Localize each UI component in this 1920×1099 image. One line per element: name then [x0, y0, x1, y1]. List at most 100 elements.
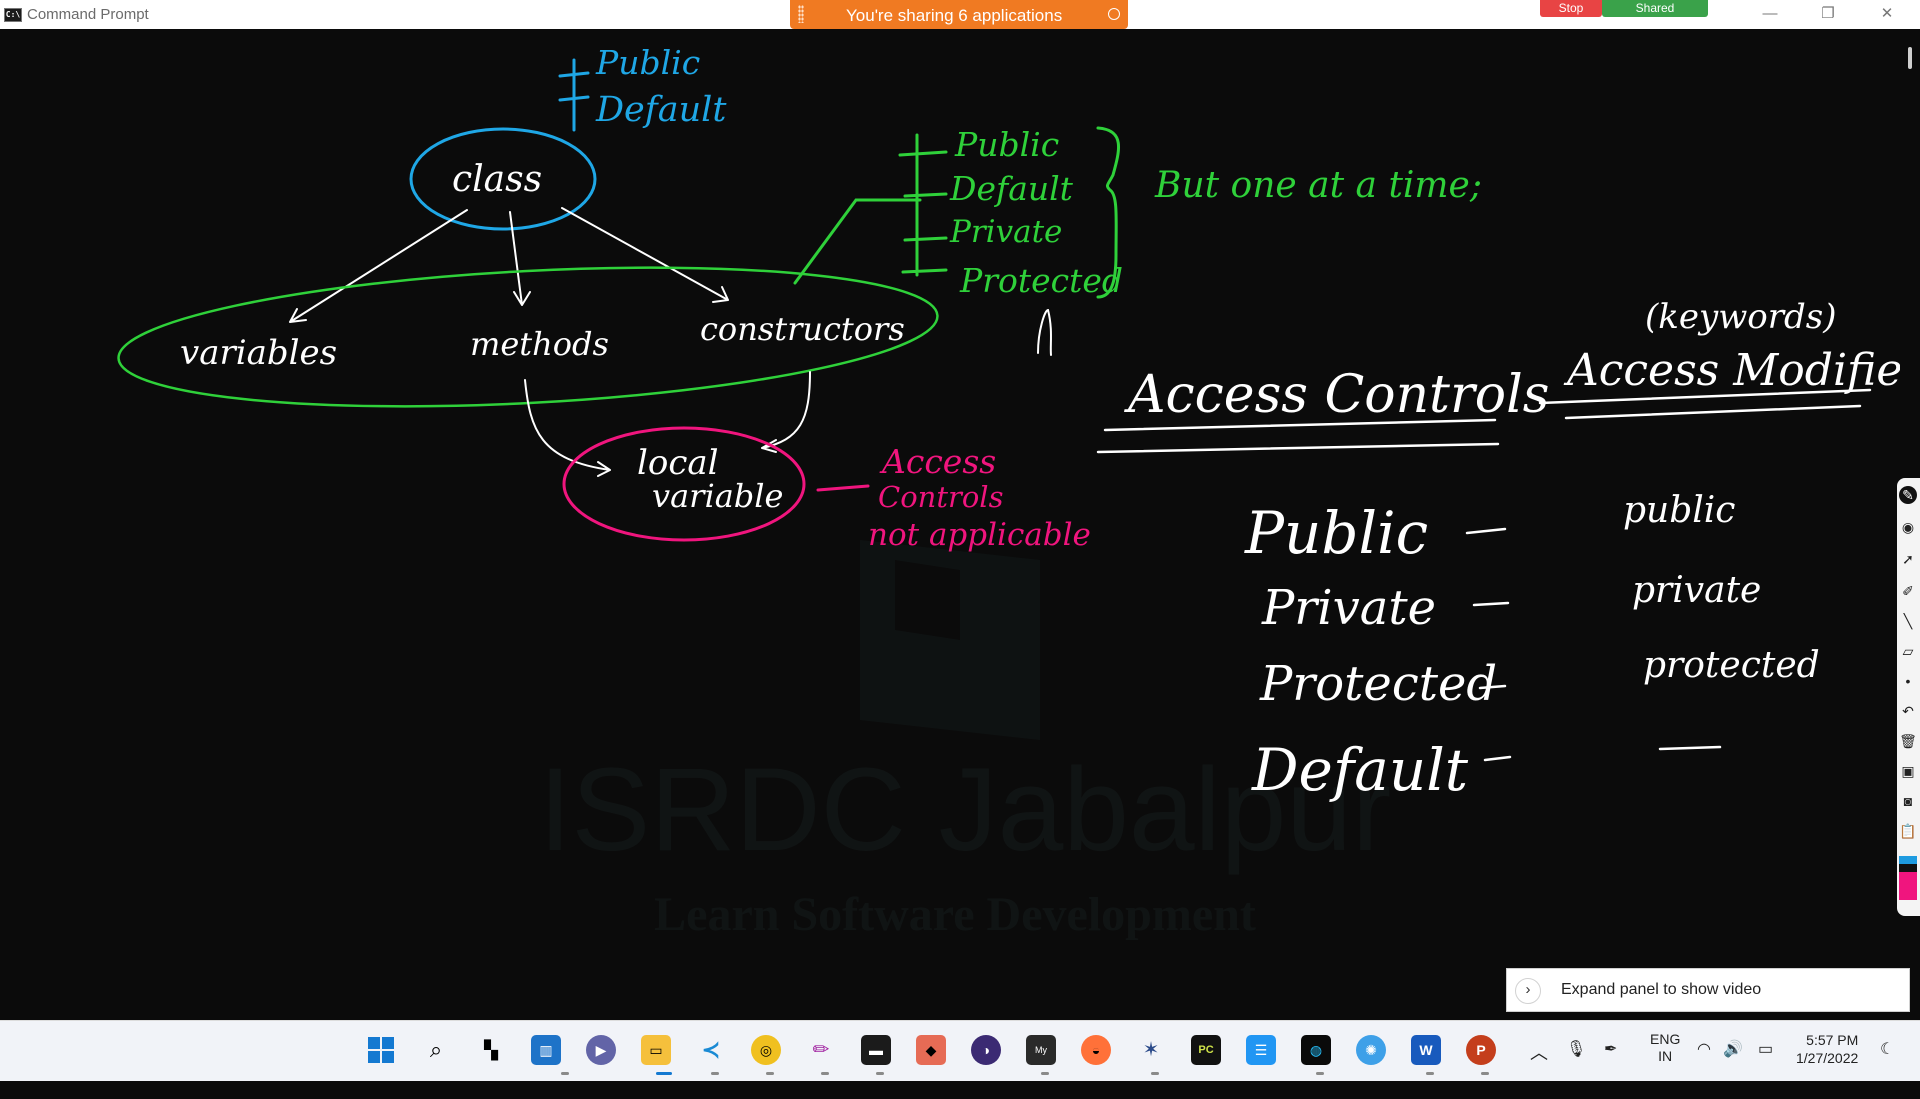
modifier-label: Public — [954, 125, 1059, 164]
running-indicator — [656, 1072, 672, 1075]
wifi-icon[interactable]: ◠ — [1697, 1041, 1711, 1058]
mysql-icon[interactable]: My — [1026, 1035, 1056, 1065]
screenshot-icon[interactable]: ◙ — [1903, 793, 1913, 809]
file-explorer-icon[interactable]: ▭ — [641, 1035, 671, 1065]
color-pink-swatch[interactable] — [1899, 872, 1917, 900]
restore-button[interactable]: ❐ — [1821, 5, 1835, 22]
close-button[interactable]: ✕ — [1880, 5, 1894, 22]
pen-icon[interactable]: ✎ — [1899, 486, 1917, 504]
annotation-toolbar: ✎ ◉ ➚ ✐ ╲ ▱ • ↶ 🗑 ▣ ◙ 📋 — [1897, 478, 1920, 916]
language-indicator[interactable]: ENG IN — [1650, 1031, 1680, 1091]
cmd-icon: C:\ — [4, 8, 22, 22]
running-indicator — [561, 1072, 569, 1075]
video-panel: › Expand panel to show video — [1506, 968, 1910, 1012]
teams-chat-icon[interactable]: ▶ — [586, 1035, 616, 1065]
sharing-indicator-icon[interactable] — [1108, 8, 1120, 20]
local-variable-label: variable — [652, 477, 783, 515]
color-black-swatch[interactable] — [1899, 864, 1917, 872]
microphone-icon[interactable]: 🎙 — [1566, 1041, 1587, 1058]
class-label: class — [452, 159, 542, 200]
constructor-connector — [793, 198, 922, 285]
eclipse-icon[interactable]: ◑ — [971, 1035, 1001, 1065]
notepad-icon[interactable]: ☰ — [1246, 1035, 1276, 1065]
app-icon[interactable]: ✶ — [1142, 1039, 1160, 1061]
expand-chevron-icon[interactable]: › — [1515, 978, 1541, 1004]
word-icon[interactable]: W — [1411, 1035, 1441, 1065]
webex-icon[interactable]: ◍ — [1301, 1035, 1331, 1065]
shared-button[interactable]: Shared — [1602, 0, 1708, 17]
members-ellipse — [117, 266, 939, 408]
cursor-icon[interactable]: ➚ — [1902, 551, 1914, 567]
one-at-a-time-note: But one at a time; — [1154, 165, 1482, 206]
running-indicator — [711, 1072, 719, 1075]
class-modifiers: Public Default — [558, 43, 727, 132]
access-modifiers-heading: Access Modifiers — [1563, 345, 1900, 396]
bracket — [558, 58, 590, 132]
line-icon[interactable]: ╲ — [1903, 613, 1913, 629]
class-arrows — [289, 207, 729, 323]
camera-icon[interactable]: ▣ — [1901, 763, 1915, 779]
access-modifiers-list: public private protected — [1623, 490, 1820, 751]
windows-start-icon[interactable] — [366, 1035, 396, 1065]
eraser-icon[interactable]: ▱ — [1902, 643, 1914, 659]
eye-icon[interactable]: ◉ — [1901, 519, 1915, 535]
sharing-banner[interactable]: You're sharing 6 applications — [790, 0, 1128, 29]
search-icon[interactable]: ⌕ — [429, 1037, 443, 1062]
pen-mark — [1037, 308, 1052, 356]
dot-icon[interactable]: • — [1905, 673, 1911, 689]
pen-tool-icon[interactable]: ✏ — [812, 1039, 830, 1061]
heading-underline — [1538, 388, 1872, 420]
modifier-keyword: public — [1623, 490, 1735, 531]
modifier-label: Public — [595, 43, 700, 82]
clock[interactable]: 5:57 PM 1/27/2022 — [1796, 1031, 1858, 1091]
local-note: Controls — [878, 480, 1003, 514]
vscode-icon[interactable]: ≺ — [701, 1037, 721, 1062]
constructors-label: constructors — [700, 310, 905, 348]
scrollbar-thumb[interactable] — [1908, 47, 1912, 69]
modifier-keyword: private — [1632, 570, 1761, 611]
minimize-button[interactable]: — — [1762, 5, 1778, 22]
firefox-icon[interactable]: ◒ — [1081, 1035, 1111, 1065]
chevron-up-icon[interactable]: ︿ — [1530, 1043, 1548, 1063]
running-indicator — [1481, 1072, 1489, 1075]
region-code: IN — [1658, 1048, 1673, 1064]
arrow — [289, 209, 468, 323]
chrome-canary-icon[interactable]: ◎ — [751, 1035, 781, 1065]
watermark-logo-cutout — [895, 560, 960, 640]
class-ellipse — [409, 127, 597, 231]
methods-label: methods — [470, 325, 609, 363]
undo-icon[interactable]: ↶ — [1902, 703, 1914, 719]
modifier-label: Protected — [959, 261, 1123, 300]
app-icon[interactable]: ◆ — [916, 1035, 946, 1065]
drag-handle-icon[interactable] — [798, 5, 804, 23]
trash-icon[interactable]: 🗑 — [1899, 733, 1917, 749]
whiteboard-canvas[interactable]: ISRDC Jabalpur Learn Software Developmen… — [0, 29, 1900, 1020]
highlighter-icon[interactable]: ✐ — [1902, 583, 1914, 599]
widgets-icon[interactable]: ▥ — [531, 1035, 561, 1065]
local-note: not applicable — [868, 517, 1091, 553]
constructors-to-local-arrow — [761, 371, 811, 453]
color-blue-swatch[interactable] — [1899, 856, 1917, 864]
stop-sharing-button[interactable]: Stop — [1540, 0, 1602, 17]
brace — [1096, 126, 1121, 299]
volume-icon[interactable]: 🔊 — [1723, 1041, 1743, 1058]
focus-assist-icon[interactable]: ☾ — [1880, 1041, 1895, 1058]
modifier-label: Private — [949, 214, 1062, 250]
terminal-icon[interactable]: ▬ — [861, 1035, 891, 1065]
pycharm-icon[interactable]: PC — [1191, 1035, 1221, 1065]
running-indicator — [821, 1072, 829, 1075]
battery-icon[interactable]: ▭ — [1758, 1041, 1774, 1058]
methods-to-local-arrow — [524, 379, 611, 477]
modifier-label: Default — [949, 169, 1074, 208]
task-view-icon[interactable]: ▚ — [484, 1040, 498, 1060]
pen-menu-icon[interactable]: ✒ — [1604, 1041, 1618, 1058]
clipboard-icon[interactable]: 📋 — [1899, 823, 1917, 839]
local-note-connector — [816, 484, 870, 492]
powerpoint-icon[interactable]: P — [1466, 1035, 1496, 1065]
expand-panel-label: Expand panel to show video — [1561, 981, 1762, 998]
language-code: ENG — [1650, 1031, 1681, 1047]
app-icon[interactable]: ✺ — [1356, 1035, 1386, 1065]
clock-time: 5:57 PM — [1806, 1032, 1859, 1048]
local-variable-ellipse — [562, 426, 806, 542]
watermark-subtitle: Learn Software Development — [654, 888, 1256, 941]
